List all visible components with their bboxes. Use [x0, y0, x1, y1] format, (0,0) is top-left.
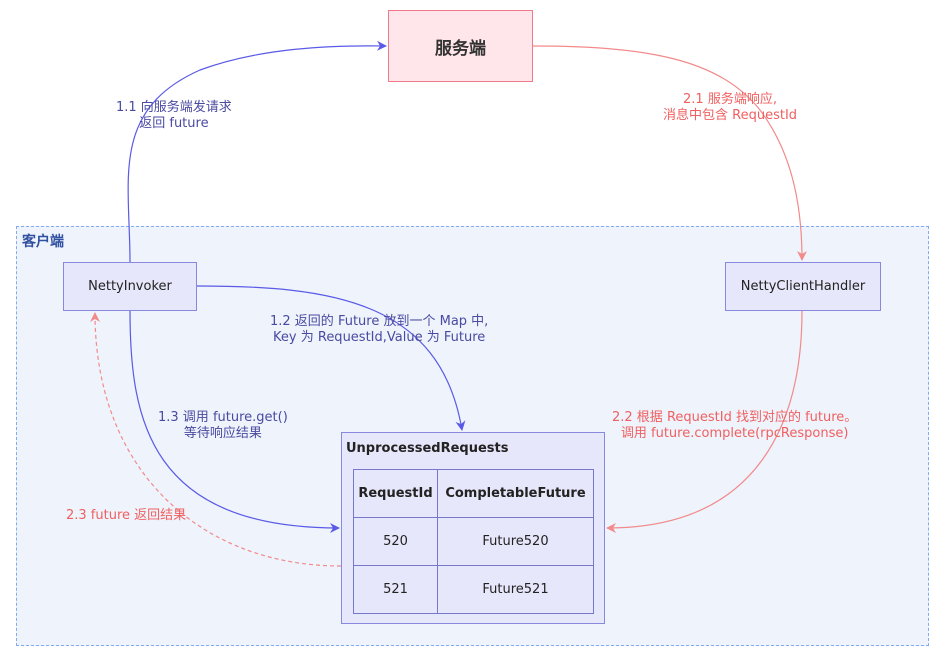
label-2-1: 2.1 服务端响应, 消息中包含 RequestId	[663, 92, 797, 124]
edge-2-3	[90, 312, 342, 567]
label-2-2-line2: 调用 future.complete(rpcResponse)	[620, 426, 849, 441]
edge-2-2	[606, 310, 803, 533]
label-1-2-line2: Key 为 RequestId,Value 为 Future	[273, 330, 486, 345]
edge-1-2	[196, 285, 466, 431]
edge-1-3	[129, 310, 340, 533]
label-1-2-line1: 1.2 返回的 Future 放到一个 Map 中,	[270, 314, 489, 329]
label-1-1-line2: 返回 future	[139, 116, 209, 131]
label-1-1-line1: 1.1 向服务端发请求	[116, 100, 232, 115]
table-row: 521 Future521	[353, 565, 594, 614]
table-header-row: RequestId CompletableFuture	[353, 469, 594, 518]
edge-1-1	[127, 40, 387, 263]
label-1-3: 1.3 调用 future.get() 等待响应结果	[158, 410, 288, 442]
header-completable-future: CompletableFuture	[437, 469, 594, 518]
label-1-1: 1.1 向服务端发请求 返回 future	[116, 100, 232, 132]
cell-request-id: 520	[353, 517, 438, 566]
requests-table: RequestId CompletableFuture 520 Future52…	[353, 469, 594, 614]
label-2-3: 2.3 future 返回结果	[66, 508, 186, 524]
label-2-2-line1: 2.2 根据 RequestId 找到对应的 future。	[612, 410, 858, 425]
label-2-1-line1: 2.1 服务端响应,	[683, 92, 777, 107]
edge-2-1	[532, 45, 807, 261]
unprocessed-requests-title: UnprocessedRequests	[346, 441, 509, 456]
label-2-2: 2.2 根据 RequestId 找到对应的 future。 调用 future…	[612, 410, 857, 442]
header-request-id: RequestId	[353, 469, 438, 518]
label-1-3-line2: 等待响应结果	[183, 426, 262, 441]
cell-request-id: 521	[353, 565, 438, 614]
cell-future: Future520	[437, 517, 594, 566]
client-title: 客户端	[22, 234, 64, 250]
netty-client-handler-node: NettyClientHandler	[725, 262, 881, 311]
unprocessed-requests-node: UnprocessedRequests RequestId Completabl…	[341, 432, 605, 624]
cell-future: Future521	[437, 565, 594, 614]
label-2-1-line2: 消息中包含 RequestId	[663, 108, 798, 123]
table-row: 520 Future520	[353, 517, 594, 566]
label-1-2: 1.2 返回的 Future 放到一个 Map 中, Key 为 Request…	[270, 314, 488, 346]
netty-invoker-node: NettyInvoker	[63, 262, 197, 311]
label-2-3-line1: 2.3 future 返回结果	[66, 508, 187, 523]
server-node: 服务端	[388, 10, 533, 82]
label-1-3-line1: 1.3 调用 future.get()	[158, 410, 288, 425]
